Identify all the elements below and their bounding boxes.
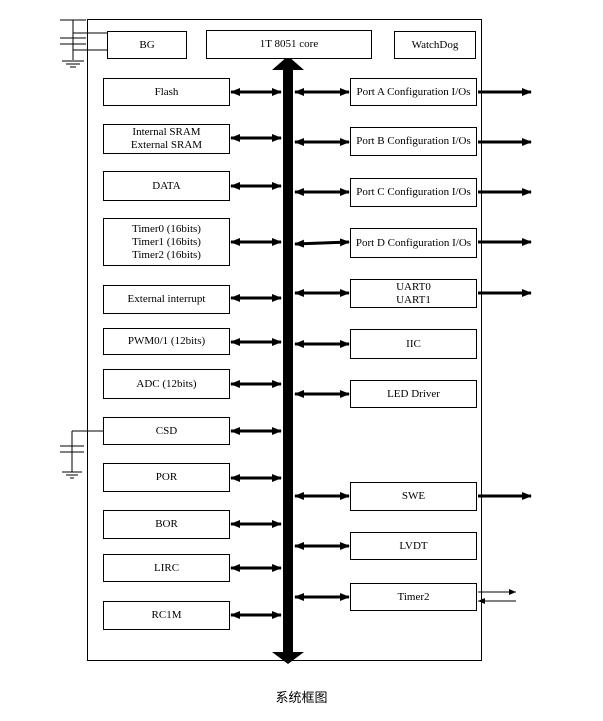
lvdt-block: LVDT <box>350 532 477 560</box>
led-driver-label: LED Driver <box>387 387 440 400</box>
port-c-label: Port C Configuration I/Os <box>356 186 471 198</box>
iic-block: IIC <box>350 329 477 359</box>
swe-label: SWE <box>401 490 426 502</box>
flash-block: Flash <box>103 78 230 106</box>
csd-capacitor-symbol <box>60 430 103 479</box>
watchdog-block: WatchDog <box>394 31 476 59</box>
por-block: POR <box>103 463 230 492</box>
timer2-signal-lines <box>478 589 516 604</box>
rc1m-block: RC1M <box>103 601 230 630</box>
cpu-core-label: 1T 8051 core <box>259 38 319 50</box>
lirc-block: LIRC <box>103 554 230 582</box>
data-label: DATA <box>152 179 181 192</box>
bor-label: BOR <box>155 518 178 530</box>
cpu-core-block: 1T 8051 core <box>206 30 372 59</box>
sram-label: External SRAM <box>130 139 203 151</box>
internal-bus <box>272 56 304 664</box>
port-b-block: Port B Configuration I/Os <box>350 127 477 156</box>
adc-label: ADC (12bits) <box>136 377 197 390</box>
sram-label: Internal SRAM <box>132 126 201 138</box>
pwm-label: PWM0/1 (12bits) <box>127 335 206 347</box>
external-pin-connectors <box>478 88 532 500</box>
uart-label: UART1 <box>396 293 431 306</box>
timers-label: Timer2 (16bits) <box>132 248 201 261</box>
lirc-label: LIRC <box>153 561 180 574</box>
left-connectors <box>230 88 282 619</box>
bg-ground-symbol <box>60 19 107 68</box>
port-a-block: Port A Configuration I/Os <box>350 78 477 106</box>
watchdog-label: WatchDog <box>411 38 459 51</box>
iic-label: IIC <box>406 337 421 350</box>
csd-block: CSD <box>103 417 230 445</box>
rc1m-label: RC1M <box>151 609 182 621</box>
adc-block: ADC (12bits) <box>103 369 230 399</box>
flash-label: Flash <box>154 85 179 98</box>
timer2-label: Timer2 <box>397 590 430 603</box>
port-b-label: Port B Configuration I/Os <box>356 135 471 147</box>
led-driver-block: LED Driver <box>350 380 477 408</box>
csd-label: CSD <box>155 424 178 437</box>
bg-block: BG <box>107 31 187 59</box>
timers-label: Timer0 (16bits) <box>132 222 201 235</box>
timers-label: Timer1 (16bits) <box>132 235 201 248</box>
external-interrupt-label: External interrupt <box>127 293 206 305</box>
external-interrupt-block: External interrupt <box>103 285 230 314</box>
pwm-block: PWM0/1 (12bits) <box>103 328 230 355</box>
data-block: DATA <box>103 171 230 201</box>
port-a-label: Port A Configuration I/Os <box>356 85 471 98</box>
timers-block: Timer0 (16bits)Timer1 (16bits)Timer2 (16… <box>103 218 230 266</box>
bor-block: BOR <box>103 510 230 539</box>
swe-block: SWE <box>350 482 477 511</box>
port-d-block: Port D Configuration I/Os <box>350 228 477 258</box>
port-c-block: Port C Configuration I/Os <box>350 178 477 207</box>
right-connectors <box>294 88 350 601</box>
timer2-block: Timer2 <box>350 583 477 611</box>
lvdt-label: LVDT <box>399 539 428 552</box>
uart-label: UART0 <box>396 280 431 293</box>
bg-label: BG <box>139 38 155 51</box>
diagram-caption: 系统框图 <box>275 691 328 706</box>
por-label: POR <box>155 471 178 483</box>
port-d-label: Port D Configuration I/Os <box>355 236 472 249</box>
